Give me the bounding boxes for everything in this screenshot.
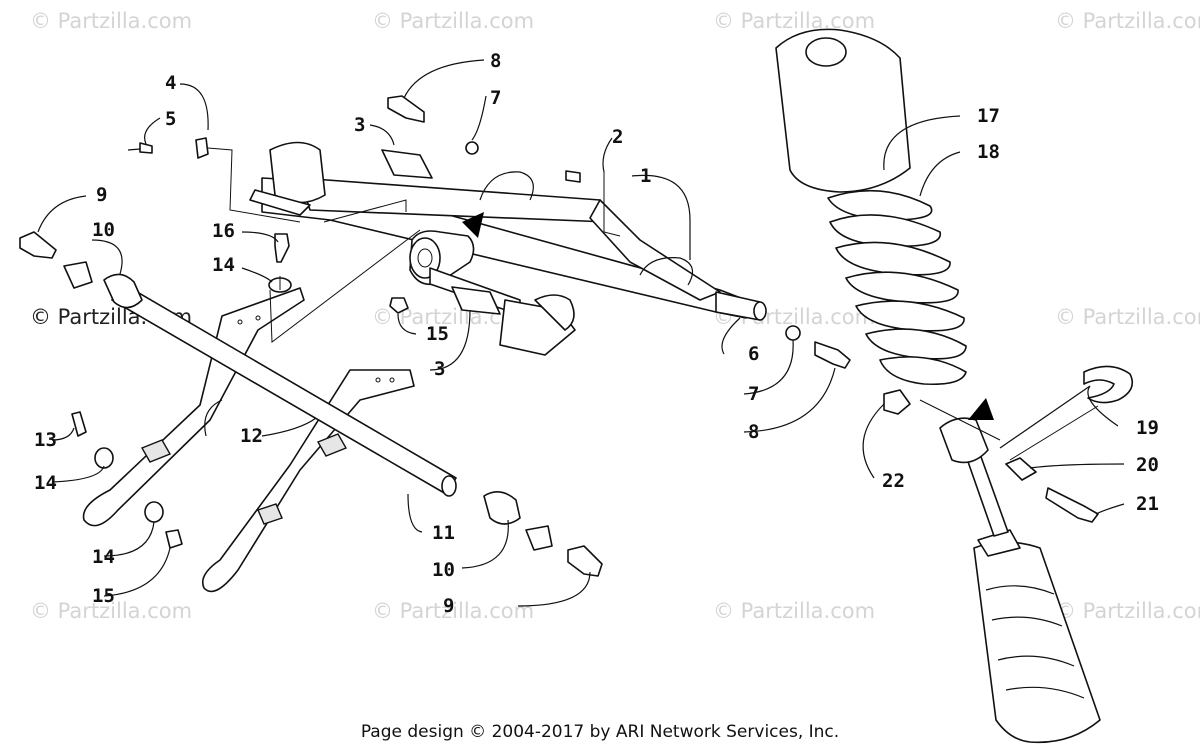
pointer-arrow-right	[968, 398, 994, 420]
callout-3-bottom: 3	[434, 358, 445, 380]
swing-arm-illustration	[249, 141, 767, 356]
watermark: © Partzilla.com	[30, 599, 192, 623]
callout-13: 13	[34, 429, 57, 451]
callout-7-top: 7	[490, 87, 501, 109]
callout-2: 2	[612, 126, 623, 148]
nut-15-mid	[389, 297, 409, 314]
bolt-upper	[387, 95, 479, 155]
callout-10-bottom: 10	[432, 559, 455, 581]
callout-1: 1	[640, 165, 651, 187]
callout-12: 12	[240, 425, 263, 447]
bolt-right	[785, 325, 851, 369]
callout-15-bottom: 15	[92, 585, 115, 607]
callout-16: 16	[212, 220, 235, 242]
watermark: © Partzilla.com	[372, 9, 534, 33]
callout-9-top: 9	[96, 184, 107, 206]
callout-20: 20	[1136, 454, 1159, 476]
spring-coils	[827, 189, 967, 386]
watermark: © Partzilla.com	[713, 599, 875, 623]
callout-6: 6	[748, 343, 759, 365]
callout-labels: 1 2 3 3 4 5 6 7 7 8 8 9 9 10 10 11 12 13…	[34, 50, 1159, 617]
watermark: © Partzilla.com	[372, 599, 534, 623]
pointer-arrow-left	[462, 212, 484, 238]
watermark: © Partzilla.com	[1055, 305, 1200, 329]
callout-19: 19	[1136, 417, 1159, 439]
watermark: © Partzilla.com	[713, 9, 875, 33]
callout-4: 4	[165, 72, 176, 94]
callout-3-top: 3	[354, 114, 365, 136]
watermark: © Partzilla.com	[30, 9, 192, 33]
callout-10-top: 10	[92, 219, 115, 241]
leader-lines	[37, 59, 1125, 607]
callout-15-mid: 15	[426, 323, 449, 345]
torque-arms-illustration	[82, 287, 415, 593]
watermark: © Partzilla.com	[1055, 599, 1200, 623]
rivet-and-clip	[127, 137, 209, 159]
callout-14-top: 14	[212, 254, 235, 276]
cross-shaft-illustration	[19, 231, 603, 577]
pointer-arrows	[462, 212, 994, 420]
callout-22: 22	[882, 470, 905, 492]
callout-7-bottom: 7	[748, 383, 759, 405]
callout-11: 11	[432, 522, 455, 544]
callout-21: 21	[1136, 493, 1159, 515]
callout-8-top: 8	[490, 50, 501, 72]
watermarks: © Partzilla.com © Partzilla.com © Partzi…	[30, 9, 1200, 623]
callout-14-mid: 14	[34, 472, 57, 494]
shock-absorber-illustration	[775, 28, 1134, 744]
wear-pad	[381, 149, 501, 315]
callout-14-bottom: 14	[92, 546, 115, 568]
copyright-footer: Page design © 2004-2017 by ARI Network S…	[361, 722, 839, 742]
callout-9-bottom: 9	[443, 595, 454, 617]
grease-fitting	[565, 170, 581, 183]
callout-18: 18	[977, 141, 1000, 163]
callout-17: 17	[977, 105, 1000, 127]
callout-5: 5	[165, 108, 176, 130]
watermark: © Partzilla.com	[1055, 9, 1200, 33]
callout-8-bottom: 8	[748, 421, 759, 443]
small-hardware-left	[71, 411, 183, 549]
